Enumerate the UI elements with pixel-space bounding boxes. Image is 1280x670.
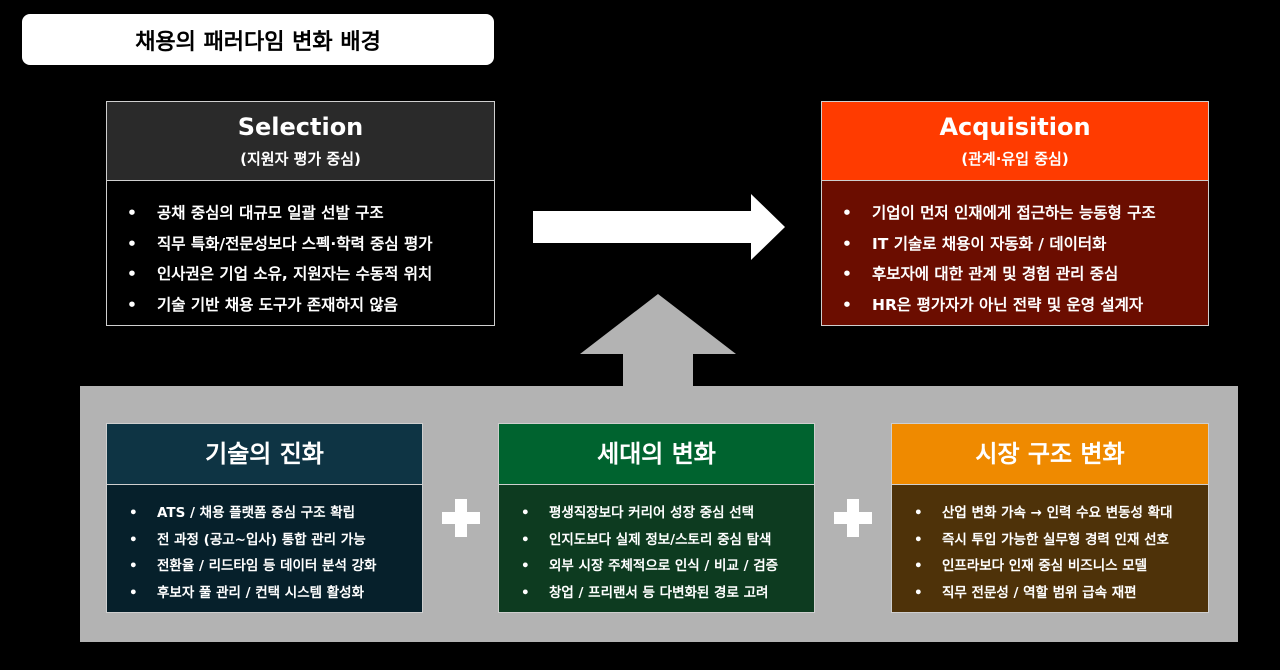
market-structure-body: 산업 변화 가속 → 인력 수요 변동성 확대 즉시 투입 가능한 실무형 경력…: [892, 485, 1208, 612]
selection-item: 직무 특화/전문성보다 스펙·학력 중심 평가: [107, 229, 494, 260]
tech-evolution-card: 기술의 진화 ATS / 채용 플랫폼 중심 구조 확립 전 과정 (공고~입사…: [106, 423, 423, 613]
plus-icon: [442, 499, 480, 537]
market-item: 즉시 투입 가능한 실무형 경력 인재 선호: [892, 527, 1208, 554]
generation-item: 창업 / 프리랜서 등 다변화된 경로 고려: [499, 580, 814, 607]
generation-change-header: 세대의 변화: [499, 424, 814, 485]
selection-item: 인사권은 기업 소유, 지원자는 수동적 위치: [107, 259, 494, 290]
market-item: 직무 전문성 / 역할 범위 급속 재편: [892, 580, 1208, 607]
selection-item: 기술 기반 채용 도구가 존재하지 않음: [107, 290, 494, 321]
tech-item: 전환율 / 리드타임 등 데이터 분석 강화: [107, 553, 422, 580]
acquisition-body: 기업이 먼저 인재에게 접근하는 능동형 구조 IT 기술로 채용이 자동화 /…: [822, 181, 1208, 325]
selection-body: 공채 중심의 대규모 일괄 선발 구조 직무 특화/전문성보다 스펙·학력 중심…: [107, 181, 494, 325]
tech-evolution-title: 기술의 진화: [205, 439, 324, 468]
tech-item: ATS / 채용 플랫폼 중심 구조 확립: [107, 500, 422, 527]
tech-item: 후보자 풀 관리 / 컨택 시스템 활성화: [107, 580, 422, 607]
generation-item: 외부 시장 주체적으로 인식 / 비교 / 검증: [499, 553, 814, 580]
market-structure-card: 시장 구조 변화 산업 변화 가속 → 인력 수요 변동성 확대 즉시 투입 가…: [891, 423, 1209, 613]
up-arrow-icon: [580, 294, 736, 388]
acquisition-item: 기업이 먼저 인재에게 접근하는 능동형 구조: [822, 198, 1208, 229]
acquisition-subtitle: (관계·유입 중심): [961, 149, 1069, 168]
tech-evolution-header: 기술의 진화: [107, 424, 422, 485]
generation-item: 인지도보다 실제 정보/스토리 중심 탐색: [499, 527, 814, 554]
acquisition-card: Acquisition (관계·유입 중심) 기업이 먼저 인재에게 접근하는 …: [821, 101, 1209, 326]
selection-card: Selection (지원자 평가 중심) 공채 중심의 대규모 일괄 선발 구…: [106, 101, 495, 326]
market-item: 인프라보다 인재 중심 비즈니스 모델: [892, 553, 1208, 580]
generation-item: 평생직장보다 커리어 성장 중심 선택: [499, 500, 814, 527]
tech-evolution-body: ATS / 채용 플랫폼 중심 구조 확립 전 과정 (공고~입사) 통합 관리…: [107, 485, 422, 612]
selection-subtitle: (지원자 평가 중심): [240, 149, 361, 168]
page-title: 채용의 패러다임 변화 배경: [22, 14, 494, 65]
market-structure-title: 시장 구조 변화: [975, 439, 1125, 468]
tech-item: 전 과정 (공고~입사) 통합 관리 가능: [107, 527, 422, 554]
selection-header: Selection (지원자 평가 중심): [107, 102, 494, 181]
selection-title: Selection: [237, 113, 364, 142]
market-item: 산업 변화 가속 → 인력 수요 변동성 확대: [892, 500, 1208, 527]
acquisition-item: 후보자에 대한 관계 및 경험 관리 중심: [822, 259, 1208, 290]
acquisition-title: Acquisition: [939, 113, 1091, 142]
selection-item: 공채 중심의 대규모 일괄 선발 구조: [107, 198, 494, 229]
generation-change-title: 세대의 변화: [597, 439, 716, 468]
acquisition-item: IT 기술로 채용이 자동화 / 데이터화: [822, 229, 1208, 260]
acquisition-header: Acquisition (관계·유입 중심): [822, 102, 1208, 181]
generation-change-card: 세대의 변화 평생직장보다 커리어 성장 중심 선택 인지도보다 실제 정보/스…: [498, 423, 815, 613]
plus-icon: [834, 499, 872, 537]
market-structure-header: 시장 구조 변화: [892, 424, 1208, 485]
generation-change-body: 평생직장보다 커리어 성장 중심 선택 인지도보다 실제 정보/스토리 중심 탐…: [499, 485, 814, 612]
acquisition-item: HR은 평가자가 아닌 전략 및 운영 설계자: [822, 290, 1208, 321]
right-arrow-icon: [533, 194, 785, 260]
